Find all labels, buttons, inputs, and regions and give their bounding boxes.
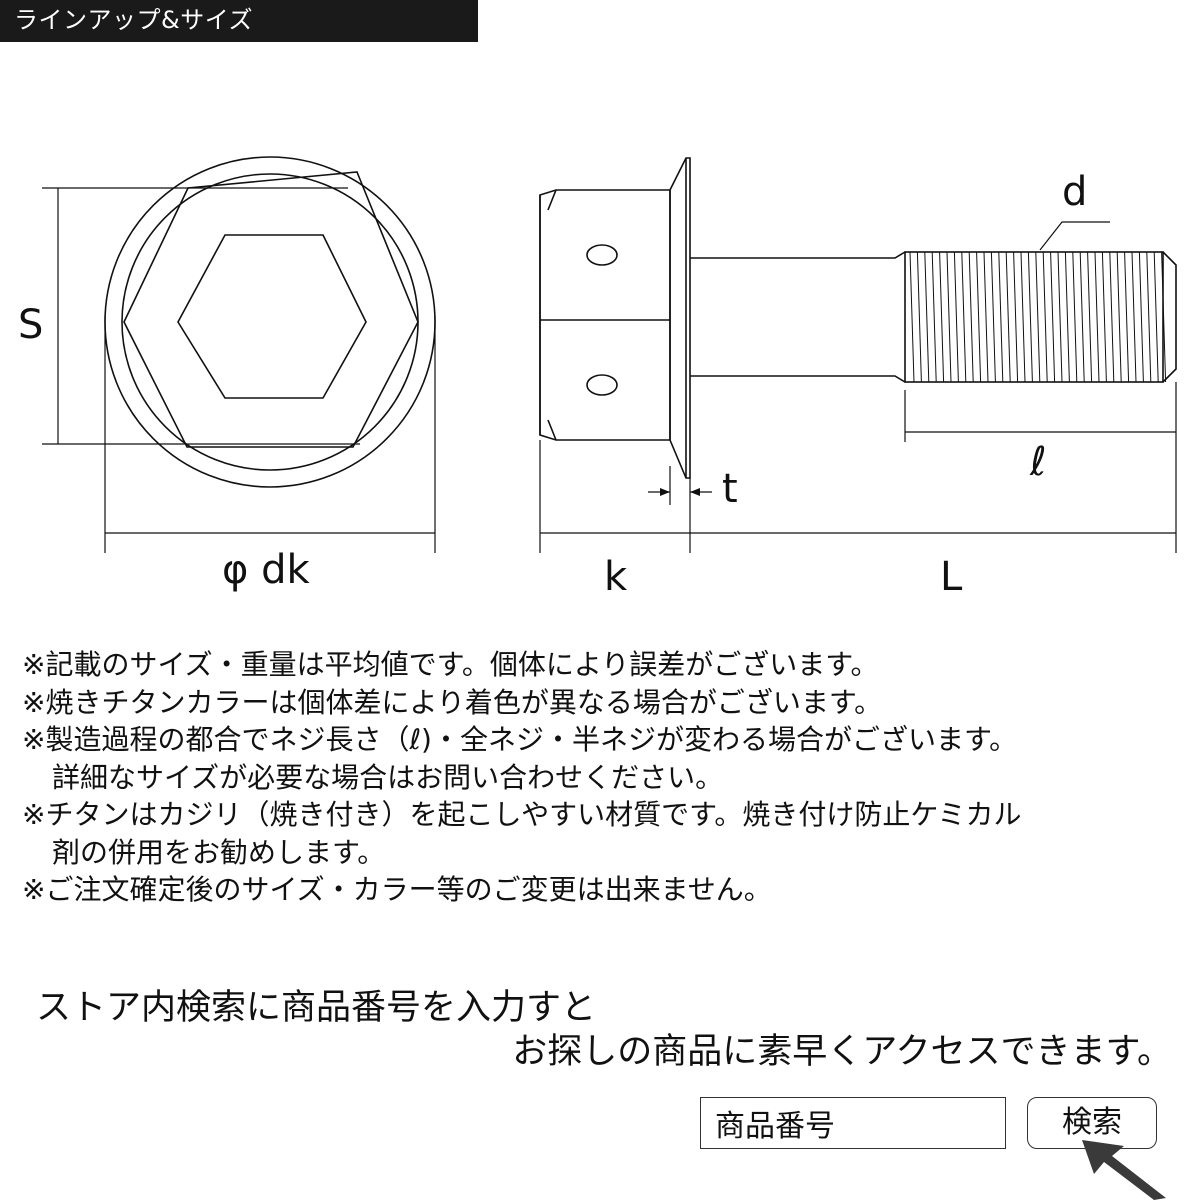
bolt-dimension-diagram: S φ dk k t ℓ L d	[18, 156, 1177, 600]
note-line: ※記載のサイズ・重量は平均値です。個体により誤差がございます。	[22, 648, 879, 681]
note-line: 詳細なサイズが必要な場合はお問い合わせください。	[52, 760, 724, 794]
pointer-arrow-icon	[1082, 1140, 1166, 1200]
dim-label-thread-length: ℓ	[1029, 439, 1047, 485]
dim-label-t: t	[722, 466, 738, 512]
dim-label-k: k	[604, 554, 628, 600]
note-line: ※焼きチタンカラーは個体差により着色が異なる場合がございます。	[22, 685, 883, 719]
dim-label-diameter: d	[1062, 169, 1087, 215]
dim-label-length: L	[940, 554, 963, 600]
note-line: ※製造過程の都合でネジ長さ（ℓ)・全ネジ・半ネジが変わる場合がございます。	[22, 723, 1018, 756]
promo-line-2: お探しの商品に素早くアクセスできます。	[512, 1032, 1172, 1072]
note-line: ※ご注文確定後のサイズ・カラー等のご変更は出来ません。	[22, 873, 772, 906]
note-line: ※チタンはカジリ（焼き付き）を起こしやすい材質です。焼き付け防止ケミカル	[22, 798, 1022, 831]
product-number-search-input[interactable]	[700, 1097, 1006, 1149]
notes-list: ※記載のサイズ・重量は平均値です。個体により誤差がございます。 ※焼きチタンカラ…	[22, 646, 1192, 909]
promo-line-1: ストア内検索に商品番号を入力すと	[36, 988, 597, 1028]
dim-label-s: S	[18, 302, 43, 348]
note-line: 剤の併用をお勧めします。	[52, 835, 386, 869]
section-header: ラインアップ&サイズ	[0, 0, 478, 42]
dim-label-dk: φ dk	[222, 547, 310, 593]
section-title: ラインアップ&サイズ	[14, 6, 253, 34]
bolt-head-end-view	[104, 156, 436, 488]
